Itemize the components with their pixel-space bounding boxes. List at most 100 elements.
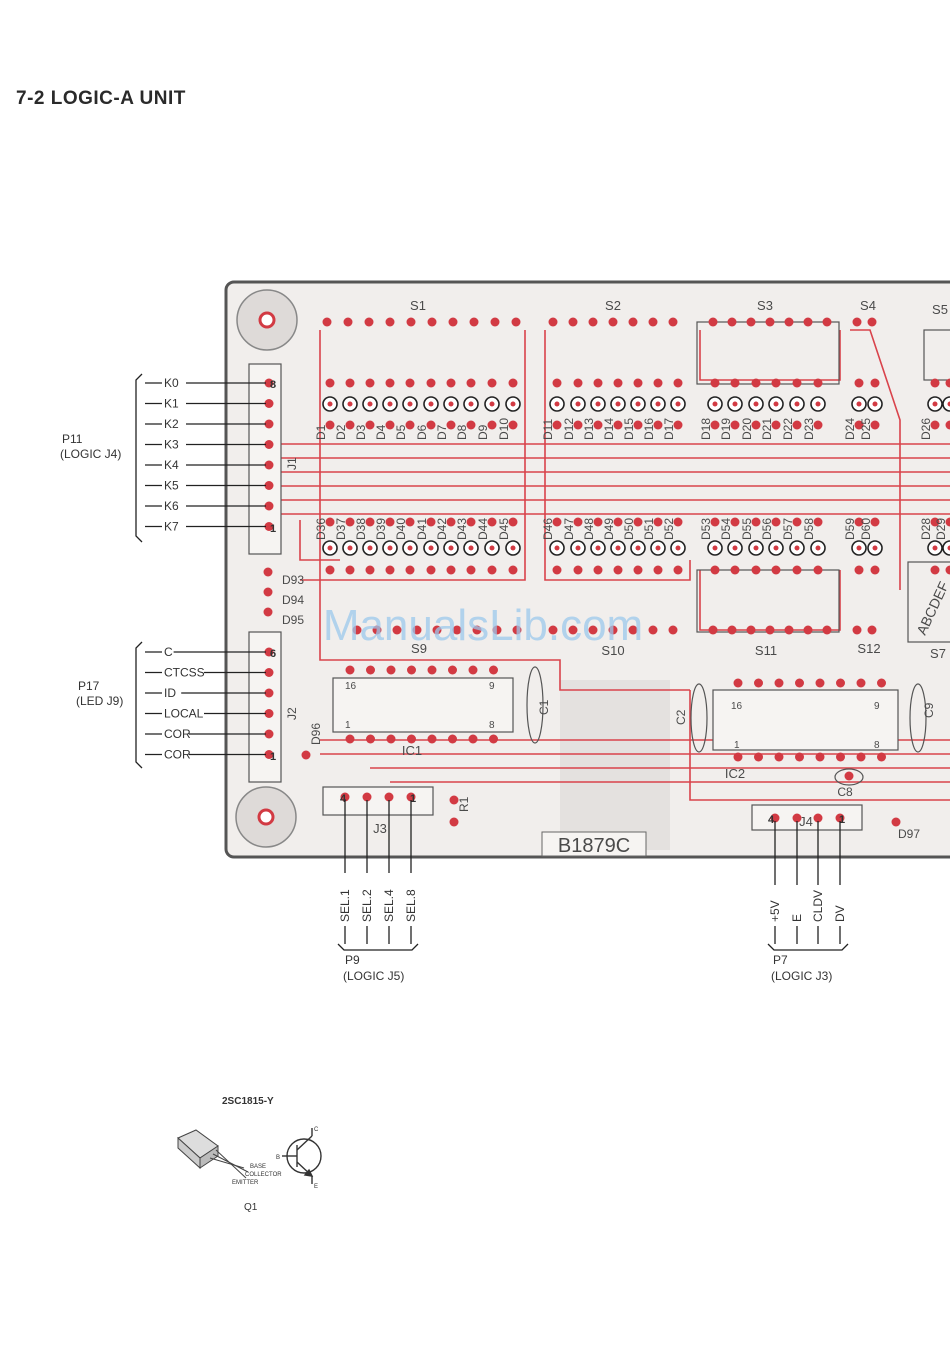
pin-number: 8 <box>270 379 276 391</box>
pad <box>854 565 864 575</box>
p11-sub: (LOGIC J4) <box>60 447 121 461</box>
pad <box>813 565 823 575</box>
pad <box>765 317 775 327</box>
pad-hole <box>510 401 516 407</box>
pad <box>325 565 335 575</box>
diode-label: D38 <box>354 518 368 540</box>
pad <box>813 420 823 430</box>
diode-label: D36 <box>314 518 328 540</box>
connector-label: J3 <box>373 821 387 836</box>
pad <box>710 378 720 388</box>
switch-label: S10 <box>601 643 624 658</box>
pad-hole <box>407 545 413 551</box>
pad <box>466 378 476 388</box>
diode-label: D97 <box>898 827 920 841</box>
pad <box>412 625 422 635</box>
pad <box>795 678 804 688</box>
p11-pin-label: K3 <box>164 438 179 452</box>
diode-label: D45 <box>497 518 511 540</box>
pad <box>264 729 274 739</box>
watermark: ManualsLib.com <box>323 601 643 650</box>
pad <box>552 565 562 575</box>
pad-hole <box>815 401 821 407</box>
diode-label: D3 <box>354 424 368 440</box>
diode-label: D46 <box>541 518 555 540</box>
pad <box>822 317 832 327</box>
pad <box>771 517 781 527</box>
pad <box>870 565 880 575</box>
p11-pin-label: K6 <box>164 499 179 513</box>
pad <box>508 517 518 527</box>
switch-label: S2 <box>605 298 621 313</box>
diode-label: D42 <box>435 518 449 540</box>
pad-hole <box>347 545 353 551</box>
pad <box>730 378 740 388</box>
connector-label: J2 <box>285 707 299 720</box>
board-code: B1879C <box>558 835 630 857</box>
pad <box>469 317 479 327</box>
diode-label: D17 <box>662 418 676 440</box>
transistor-c-label: C <box>314 1127 319 1133</box>
p11-pin-label: K2 <box>164 417 179 431</box>
pad <box>446 517 456 527</box>
pad <box>407 734 416 744</box>
pad <box>427 665 437 675</box>
switch-label: S9 <box>411 641 427 656</box>
diode-label: D94 <box>282 593 304 607</box>
pad <box>854 378 864 388</box>
pad <box>573 378 583 388</box>
pad <box>852 625 862 635</box>
pad <box>264 688 274 698</box>
diode-pad <box>942 396 950 412</box>
pad <box>264 440 274 449</box>
pad <box>406 792 416 802</box>
switch-label: S3 <box>757 298 773 313</box>
pad <box>593 565 603 575</box>
pad <box>264 378 274 388</box>
pad <box>815 678 825 688</box>
pad <box>668 625 678 635</box>
pad-hole <box>635 401 641 407</box>
ic-pin-number: 1 <box>734 740 740 751</box>
pad <box>877 678 886 688</box>
diode-label: D5 <box>394 424 408 440</box>
pad <box>264 647 274 657</box>
pad <box>844 771 854 781</box>
pad-hole <box>468 401 474 407</box>
pad <box>364 317 374 327</box>
pad-hole <box>367 545 373 551</box>
pad <box>487 517 497 527</box>
pad <box>487 378 497 388</box>
pad <box>730 420 740 430</box>
pad-hole <box>856 401 862 407</box>
diode-label: D96 <box>309 723 323 745</box>
switch-label: S7 <box>930 646 946 661</box>
pad <box>552 420 562 430</box>
pad <box>264 522 274 531</box>
connector-label: J4 <box>799 814 813 829</box>
pad <box>552 517 562 527</box>
pad <box>653 565 663 575</box>
diode-label: D53 <box>699 518 713 540</box>
pad <box>489 665 498 675</box>
pad-hole <box>655 401 661 407</box>
pad <box>405 517 415 527</box>
pin-number: 1 <box>270 751 276 763</box>
pad <box>386 734 396 744</box>
pad <box>468 734 478 744</box>
pad <box>372 625 382 635</box>
pad-hole <box>448 401 454 407</box>
capacitor-label: C9 <box>922 702 936 718</box>
pad <box>945 378 950 388</box>
pad <box>774 678 784 688</box>
pad <box>427 734 437 744</box>
pad <box>264 481 274 490</box>
pad <box>856 752 866 762</box>
p17-pin-label: LOCAL <box>164 707 204 721</box>
diode-label: D2 <box>334 424 348 440</box>
pad <box>945 420 950 430</box>
pad <box>385 378 395 388</box>
p9-sub: (LOGIC J5) <box>343 969 404 983</box>
pad <box>593 420 603 430</box>
transistor-package-icon <box>177 1129 249 1179</box>
